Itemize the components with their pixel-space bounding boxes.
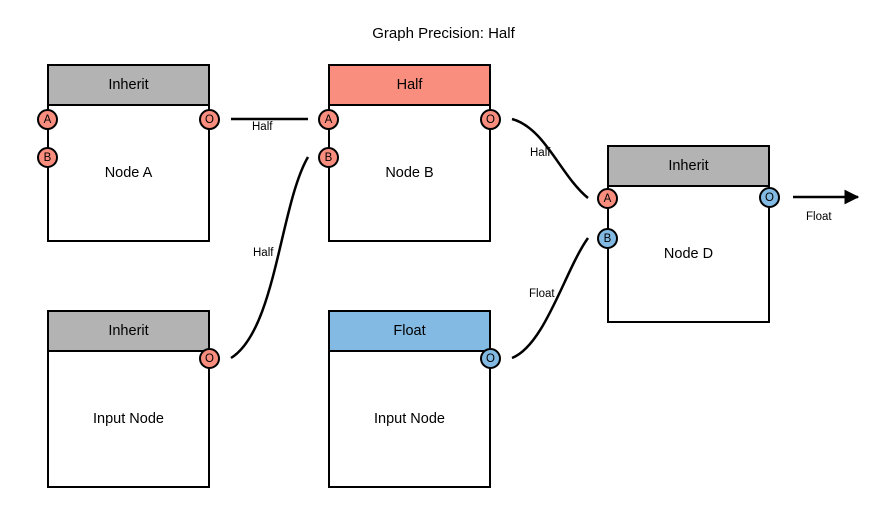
node-d-title: Node D [663,245,714,262]
node-d-output-port-o[interactable]: O [759,187,780,208]
node-a-precision-header[interactable]: Inherit [49,66,208,106]
node-a-input-port-b[interactable]: B [37,147,58,168]
node-a-output-port-o[interactable]: O [199,109,220,130]
node-d-input-port-a[interactable]: A [597,188,618,209]
node-b-input-port-a[interactable]: A [318,109,339,130]
node-b-output-port-o[interactable]: O [480,109,501,130]
node-d-input-port-b[interactable]: B [597,228,618,249]
edge-a-to-b-label: Half [252,121,273,133]
edge-b-to-d-label: Half [530,147,551,159]
input-node-left-precision-header[interactable]: Inherit [49,312,208,352]
node-a-title: Node A [104,164,153,181]
edge-inputmiddle-to-d-label: Float [529,288,555,300]
node-b-precision-header[interactable]: Half [330,66,489,106]
edge-b-to-d[interactable] [511,117,589,199]
edge-inputleft-to-b-label: Half [253,247,274,259]
node-b-title: Node B [385,164,434,181]
node-d-output-arrow-label: Float [806,211,832,223]
edge-inputmiddle-to-d[interactable] [511,237,590,360]
input-node-middle-precision-header[interactable]: Float [330,312,489,352]
edge-inputleft-to-b[interactable] [230,156,310,360]
node-d-precision-header[interactable]: Inherit [609,147,768,187]
input-node-left-title: Input Node [93,410,164,427]
input-node-left-output-port-o[interactable]: O [199,348,220,369]
page-title: Graph Precision: Half [372,25,515,42]
node-b-input-port-b[interactable]: B [318,147,339,168]
node-a-input-port-a[interactable]: A [37,109,58,130]
input-node-middle-output-port-o[interactable]: O [480,348,501,369]
input-node-middle-title: Input Node [374,410,445,427]
